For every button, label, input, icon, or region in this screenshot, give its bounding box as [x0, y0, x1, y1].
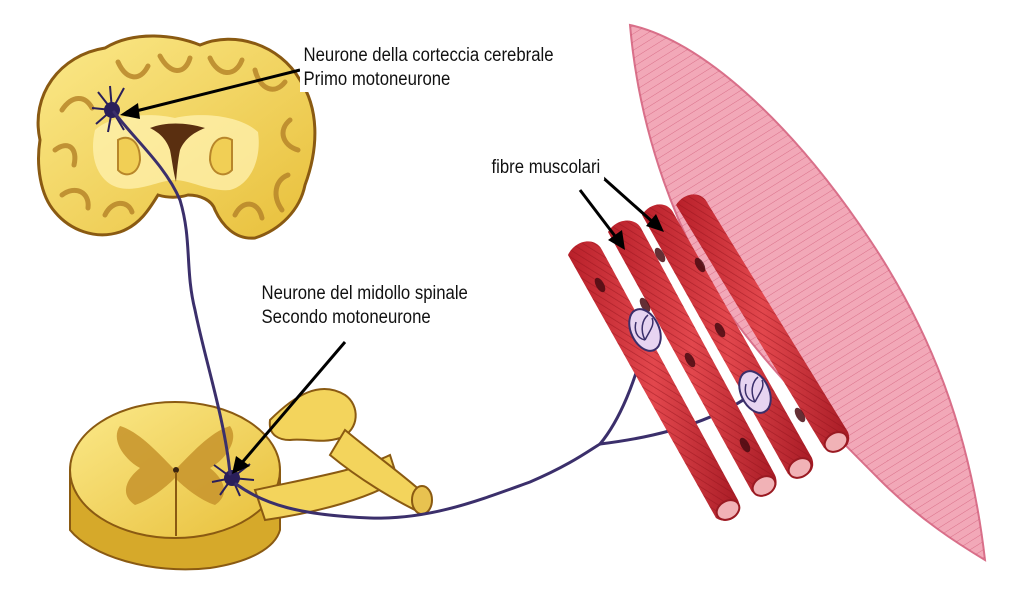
spinal-neuron-label-line2: Secondo motoneurone: [262, 306, 468, 330]
cortex-neuron-label-line1: Neurone della corteccia cerebrale: [304, 44, 554, 68]
muscle-fibers-label: fibre muscolari: [488, 156, 604, 180]
brain-coronal-section: [38, 36, 315, 238]
muscle-fiber-arrow-1: [580, 190, 618, 240]
muscle-fibers-label-text: fibre muscolari: [492, 156, 601, 180]
muscle-fiber-arrow-2: [600, 175, 655, 224]
spinal-neuron-label-line1: Neurone del midollo spinale: [262, 282, 468, 306]
spinal-neuron-label: Neurone del midollo spinale Secondo moto…: [258, 282, 471, 330]
cortex-neuron-label: Neurone della corteccia cerebrale Primo …: [300, 44, 557, 92]
muscle-belly: [630, 25, 985, 560]
cortex-neuron-label-line2: Primo motoneurone: [304, 68, 554, 92]
